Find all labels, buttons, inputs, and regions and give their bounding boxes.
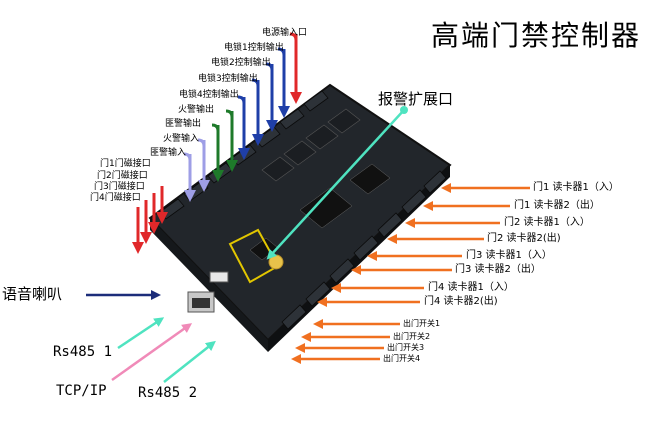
fire-input-label: 火警输入 <box>163 134 200 144</box>
speaker-label: 语音喇叭 <box>2 285 63 303</box>
exit-switch-4: 出门开关4 <box>383 354 421 363</box>
alarm-expansion-arrow <box>266 106 408 260</box>
power-input-label: 电源输入口 <box>262 28 308 38</box>
reader-door2-in: 门2 读卡器1（入） <box>504 217 590 228</box>
door3-magnet-label: 门3门磁接口 <box>94 182 145 192</box>
lock2-output-label: 电锁2控制输出 <box>211 58 271 68</box>
reader-door2-out: 门2 读卡器2(出) <box>487 233 561 244</box>
fire-output-label: 火警输出 <box>178 105 215 115</box>
reader-door3-in: 门3 读卡器1（入） <box>466 250 552 261</box>
rs485-1-label: Rs485 1 <box>53 344 113 360</box>
port-arrows <box>86 290 216 383</box>
tcpip-label: TCP/IP <box>56 383 107 399</box>
burglar-output-label: 匪警输出 <box>165 119 202 129</box>
exit-switch-3: 出门开关3 <box>387 343 425 352</box>
burglar-input-label: 匪警输入 <box>150 148 187 158</box>
reader-door3-out: 门3 读卡器2（出） <box>455 264 541 275</box>
exit-switch-1: 出门开关1 <box>403 319 441 328</box>
top-output-arrows <box>132 32 302 254</box>
exit-switch-2: 出门开关2 <box>393 332 431 341</box>
reader-arrows <box>291 183 530 364</box>
reader-door4-in: 门4 读卡器1（入） <box>428 282 514 293</box>
reader-door1-out: 门1 读卡器2（出） <box>514 200 600 211</box>
door4-magnet-label: 门4门磁接口 <box>90 193 141 203</box>
door2-magnet-label: 门2门磁接口 <box>97 171 148 181</box>
alarm-expansion-label: 报警扩展口 <box>378 90 454 108</box>
lock4-output-label: 电锁4控制输出 <box>179 90 239 100</box>
reader-door1-in: 门1 读卡器1（入） <box>533 182 619 193</box>
lock3-output-label: 电锁3控制输出 <box>198 74 258 84</box>
rs485-2-label: Rs485 2 <box>138 385 198 401</box>
door1-magnet-label: 门1门磁接口 <box>100 159 151 169</box>
lock1-output-label: 电锁1控制输出 <box>224 43 284 53</box>
reader-door4-out: 门4 读卡器2(出) <box>424 296 498 307</box>
circuit-board <box>148 83 452 352</box>
page-title: 高端门禁控制器 <box>431 19 642 52</box>
